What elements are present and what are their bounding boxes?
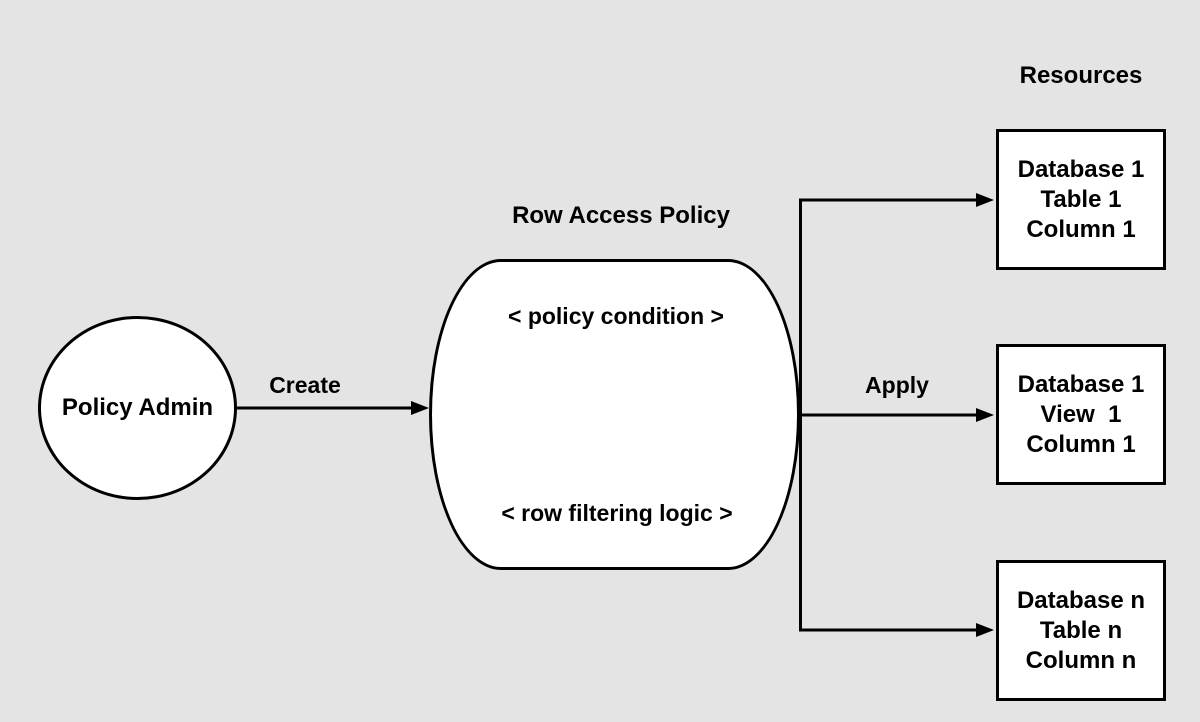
resource-line: Database 1 [1017, 155, 1145, 183]
resource-box-databasen-tablen: Database n Table n Column n [996, 560, 1166, 701]
apply-edge-label: Apply [865, 372, 929, 398]
resource-line: Table 1 [1040, 185, 1122, 213]
resource-line: Column 1 [1026, 430, 1136, 458]
resource-line: Database 1 [1017, 370, 1145, 398]
row-filtering-logic-text: < row filtering logic > [501, 500, 733, 526]
policy-condition-text: < policy condition > [508, 303, 724, 329]
create-edge-label: Create [269, 372, 341, 398]
resource-box-database1-table1: Database 1 Table 1 Column 1 [996, 129, 1166, 270]
row-access-policy-node [429, 259, 800, 570]
resource-box-database1-view1: Database 1 View 1 Column 1 [996, 344, 1166, 485]
resource-line: Database n [1016, 586, 1146, 614]
resource-line: Column n [1025, 646, 1137, 674]
resource-line: Table n [1039, 616, 1123, 644]
resource-line: Column 1 [1026, 215, 1136, 243]
create-arrow [237, 401, 429, 415]
resources-heading: Resources [1019, 62, 1143, 89]
apply-arrow-top [799, 193, 994, 207]
apply-arrow-bottom [799, 623, 994, 637]
row-access-policy-title: Row Access Policy [512, 202, 730, 229]
policy-admin-label: Policy Admin [61, 394, 214, 421]
policy-admin-node: Policy Admin [38, 316, 237, 500]
apply-arrow-middle [796, 408, 994, 422]
resource-line: View 1 [1040, 400, 1122, 428]
